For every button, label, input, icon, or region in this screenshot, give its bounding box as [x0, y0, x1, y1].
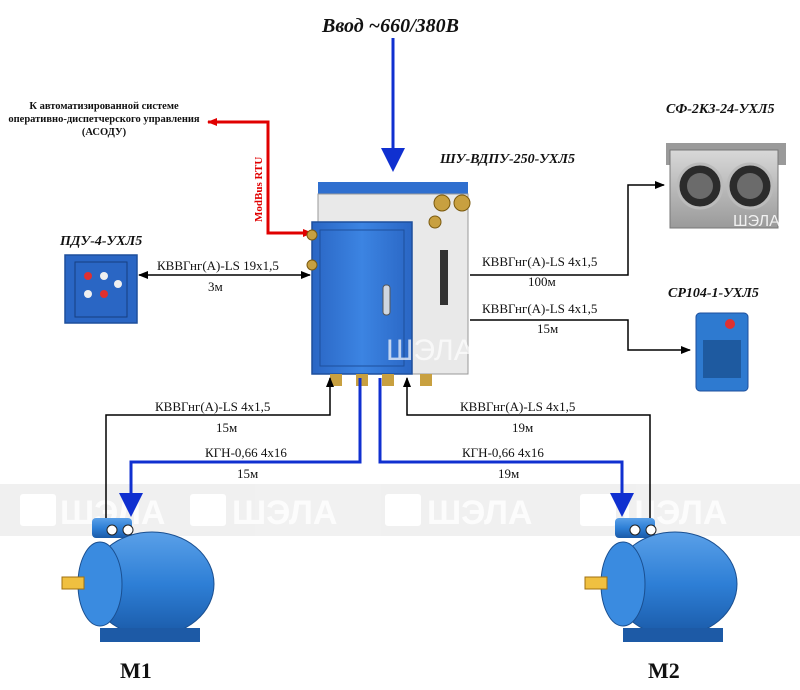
motor-m1-label: M1	[120, 658, 152, 683]
sr-length-label: 15м	[537, 321, 558, 336]
asodu-label: К автоматизированной системе оперативно-…	[8, 101, 200, 138]
input-label: Ввод ~660/380В	[321, 15, 459, 37]
sr-unit-label: СР104-1-УХЛ5	[668, 286, 759, 301]
motor-m2	[584, 518, 738, 642]
pdu-cable-label: КВВГнг(А)-LS 19х1,5	[157, 258, 279, 273]
sr-device	[695, 312, 749, 392]
modbus-label: ModBus RTU	[253, 157, 265, 222]
m2-control-cable-label: КВВГнг(А)-LS 4х1,5	[460, 399, 575, 414]
cabinet-watermark: ШЭЛА	[386, 334, 474, 367]
sr-link	[470, 319, 691, 354]
sf-watermark: ШЭЛА	[733, 213, 780, 230]
m1-control-link	[105, 377, 334, 518]
pdu-panel	[64, 254, 138, 324]
sf-unit-label: СФ-2КЗ-24-УХЛ5	[666, 102, 775, 117]
main-unit-label: ШУ-ВДПУ-250-УХЛ5	[439, 152, 575, 167]
sf-link	[470, 181, 665, 276]
sf-length-label: 100м	[528, 274, 556, 289]
watermark-text: ШЭЛА	[232, 494, 337, 532]
pdu-unit-label: ПДУ-4-УХЛ5	[59, 234, 142, 249]
motor-m1	[61, 518, 215, 642]
sf-cable-label: КВВГнг(А)-LS 4х1,5	[482, 254, 597, 269]
motor-m2-label: M2	[648, 658, 680, 683]
sf-device	[666, 143, 786, 229]
pdu-length-label: 3м	[208, 279, 223, 294]
m1-power-cable-label: КГН-0,66 4х16	[205, 445, 287, 460]
m1-power-link	[119, 378, 362, 517]
m1-power-length-label: 15м	[237, 466, 258, 481]
m1-control-cable-label: КВВГнг(А)-LS 4х1,5	[155, 399, 270, 414]
main-cabinet	[306, 182, 471, 386]
m1-control-length-label: 15м	[216, 420, 237, 435]
m2-power-cable-label: КГН-0,66 4х16	[462, 445, 544, 460]
sr-cable-label: КВВГнг(А)-LS 4х1,5	[482, 301, 597, 316]
m2-control-link	[403, 377, 651, 518]
watermark-text: ШЭЛА	[427, 494, 532, 532]
m2-control-length-label: 19м	[512, 420, 533, 435]
m2-power-length-label: 19м	[498, 466, 519, 481]
m2-power-link	[378, 378, 634, 517]
